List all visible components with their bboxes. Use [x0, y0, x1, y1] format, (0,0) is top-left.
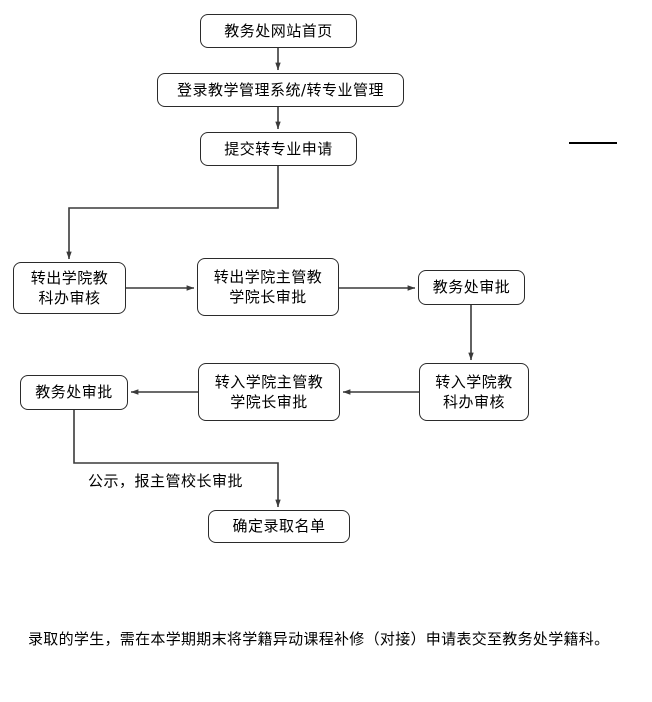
connector-n9-n10 [73, 410, 281, 508]
node-jiaowuchu-approval-upper[interactable]: 教务处审批 [418, 270, 525, 305]
node-transfer-in-college-dean-approval[interactable]: 转入学院主管教 学院长审批 [198, 363, 340, 421]
node-jiaowuchu-approval-lower[interactable]: 教务处审批 [20, 375, 128, 410]
node-final-admission-list[interactable]: 确定录取名单 [208, 510, 350, 543]
node-login-teaching-system[interactable]: 登录教学管理系统/转专业管理 [157, 73, 404, 107]
decorative-rule [569, 142, 617, 144]
footer-note: 录取的学生，需在本学期期末将学籍异动课程补修（对接）申请表交至教务处学籍科。 [28, 630, 610, 648]
connector-n3-n4 [66, 166, 279, 260]
node-transfer-out-college-office-review[interactable]: 转出学院教 科办审核 [13, 262, 126, 314]
node-transfer-out-college-dean-approval[interactable]: 转出学院主管教 学院长审批 [197, 258, 339, 316]
node-transfer-in-college-office-review[interactable]: 转入学院教 科办审核 [419, 363, 529, 421]
edge-label-publicity-principal-approval: 公示，报主管校长审批 [88, 472, 244, 490]
node-jiaowuchu-homepage[interactable]: 教务处网站首页 [200, 14, 357, 48]
node-submit-transfer-application[interactable]: 提交转专业申请 [200, 132, 357, 166]
